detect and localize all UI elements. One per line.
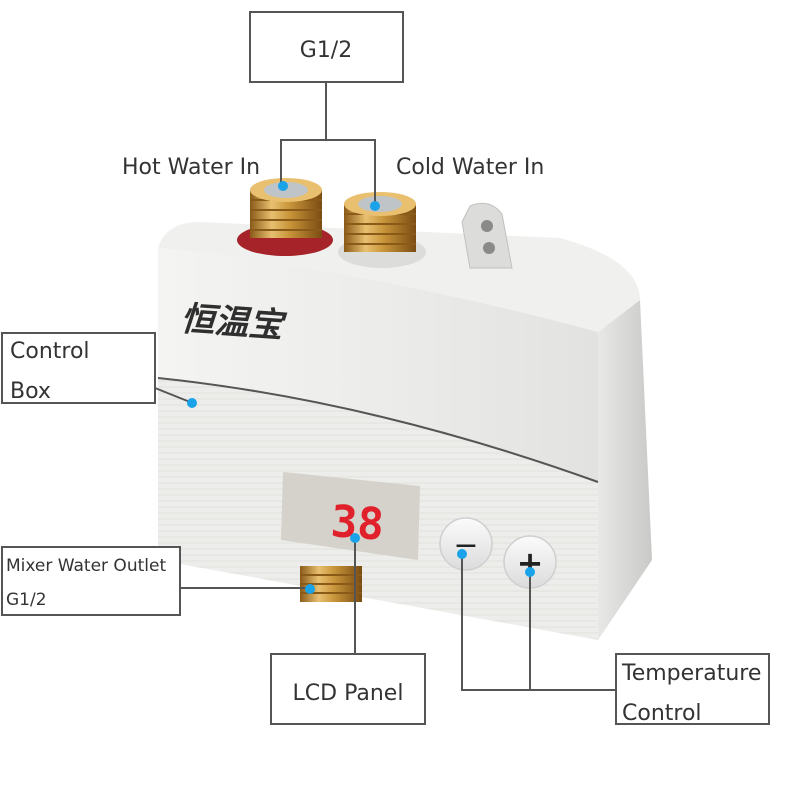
label-temperature-control-line1: Temperature <box>621 661 761 686</box>
label-temperature-control-line2: Control <box>622 701 702 726</box>
callout-dot-minus <box>457 549 467 559</box>
label-thread-top: G1/2 <box>249 11 404 83</box>
minus-button[interactable]: − <box>439 517 493 571</box>
label-mixer-outlet-line2: G1/2 <box>6 590 47 610</box>
mixer-outlet-fitting <box>300 566 362 602</box>
label-mixer-outlet: Mixer Water Outlet G1/2 <box>1 546 181 616</box>
label-control-box: Control Box <box>1 332 156 404</box>
label-lcd-panel-text: LCD Panel <box>293 681 404 706</box>
label-lcd-panel: LCD Panel <box>270 653 426 725</box>
callout-leaders <box>154 82 616 691</box>
label-control-box-line2: Box <box>10 379 51 404</box>
cold-water-inlet-fitting <box>338 192 426 268</box>
callout-dots <box>187 181 535 594</box>
minus-icon: − <box>453 528 478 563</box>
control-box-device: 恒温宝 38 − + <box>157 178 652 640</box>
device-side-panel <box>598 300 652 640</box>
lcd-display: 38 <box>281 472 420 560</box>
callout-dot-lcd <box>350 533 360 543</box>
callout-dot-hot <box>278 181 288 191</box>
callout-dot-plus <box>525 567 535 577</box>
label-cold-water-in: Cold Water In <box>396 155 544 180</box>
mounting-bracket <box>461 202 513 269</box>
label-hot-water-in: Hot Water In <box>122 155 260 180</box>
label-thread-top-text: G1/2 <box>300 38 352 63</box>
brand-logo: 恒温宝 <box>179 299 288 346</box>
callout-dot-control-box <box>187 398 197 408</box>
device-front-upper <box>158 248 598 482</box>
label-mixer-outlet-line1: Mixer Water Outlet <box>6 556 166 576</box>
label-temperature-control: Temperature Control <box>615 653 770 726</box>
temperature-readout: 38 <box>329 496 385 551</box>
callout-dot-cold <box>370 201 380 211</box>
label-control-box-line1: Control <box>10 339 90 364</box>
callout-dot-outlet <box>305 584 315 594</box>
